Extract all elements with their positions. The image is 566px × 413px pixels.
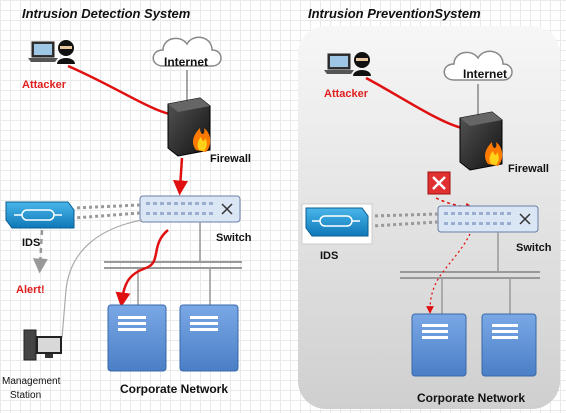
ids-alert-label: Alert! bbox=[16, 284, 45, 296]
internet-cloud-icon bbox=[152, 36, 222, 67]
ids-device-icon bbox=[5, 201, 75, 229]
ips-server-2-icon bbox=[481, 313, 537, 377]
ips-internet-label: Internet bbox=[463, 67, 507, 81]
ips-switch-icon bbox=[437, 205, 539, 233]
ids-management-link bbox=[61, 219, 143, 339]
ids-internet-label: Internet bbox=[164, 55, 208, 69]
ips-device-label: IDS bbox=[320, 250, 338, 262]
ids-firewall-label: Firewall bbox=[210, 153, 251, 165]
ips-switch-label: Switch bbox=[516, 242, 552, 254]
ids-attacker-laptop-icon bbox=[28, 41, 58, 62]
ips-corporate-network-label: Corporate Network bbox=[417, 391, 525, 405]
ips-inline-link-2 bbox=[371, 220, 439, 228]
management-station-label-2: Station bbox=[10, 390, 41, 401]
ips-attack-path bbox=[365, 76, 463, 130]
ips-inline-link-1 bbox=[371, 212, 439, 218]
ids-panel-title: Intrusion Detection System bbox=[22, 6, 191, 21]
ids-alert-arrow bbox=[32, 229, 48, 274]
ids-attacker-hacker-icon bbox=[57, 40, 75, 64]
ids-attack-breach-path bbox=[115, 229, 169, 308]
management-station-label-1: Management bbox=[2, 376, 61, 387]
ips-device-icon bbox=[301, 203, 373, 245]
ids-server-2-icon bbox=[179, 304, 239, 372]
ids-device-label: IDS bbox=[22, 237, 40, 249]
ips-attacker-label: Attacker bbox=[324, 88, 369, 100]
ips-attacker-laptop-icon bbox=[324, 53, 354, 74]
ids-switch-label: Switch bbox=[216, 232, 252, 244]
ips-block-icon bbox=[427, 171, 451, 195]
ids-firewall-icon bbox=[167, 97, 211, 157]
ips-panel-title: Intrusion PreventionSystem bbox=[308, 6, 481, 21]
ids-mirror-link-1 bbox=[73, 203, 141, 210]
ips-firewall-icon bbox=[459, 111, 503, 171]
ips-server-1-icon bbox=[411, 313, 467, 377]
ids-attacker-label: Attacker bbox=[22, 79, 67, 91]
ids-mirror-link-2 bbox=[73, 211, 141, 220]
ids-attack-path bbox=[67, 64, 171, 116]
management-station-icon bbox=[23, 329, 62, 361]
ids-switch-icon bbox=[139, 195, 241, 223]
ips-attacker-hacker-icon bbox=[353, 52, 371, 76]
ips-internet-cloud-icon bbox=[443, 50, 513, 81]
ips-filtered-traffic-path bbox=[426, 233, 471, 314]
ips-firewall-label: Firewall bbox=[508, 163, 549, 175]
ids-firewall-switch-arrow bbox=[173, 157, 188, 196]
ids-server-1-icon bbox=[107, 304, 167, 372]
ids-corporate-network-label: Corporate Network bbox=[120, 382, 228, 396]
